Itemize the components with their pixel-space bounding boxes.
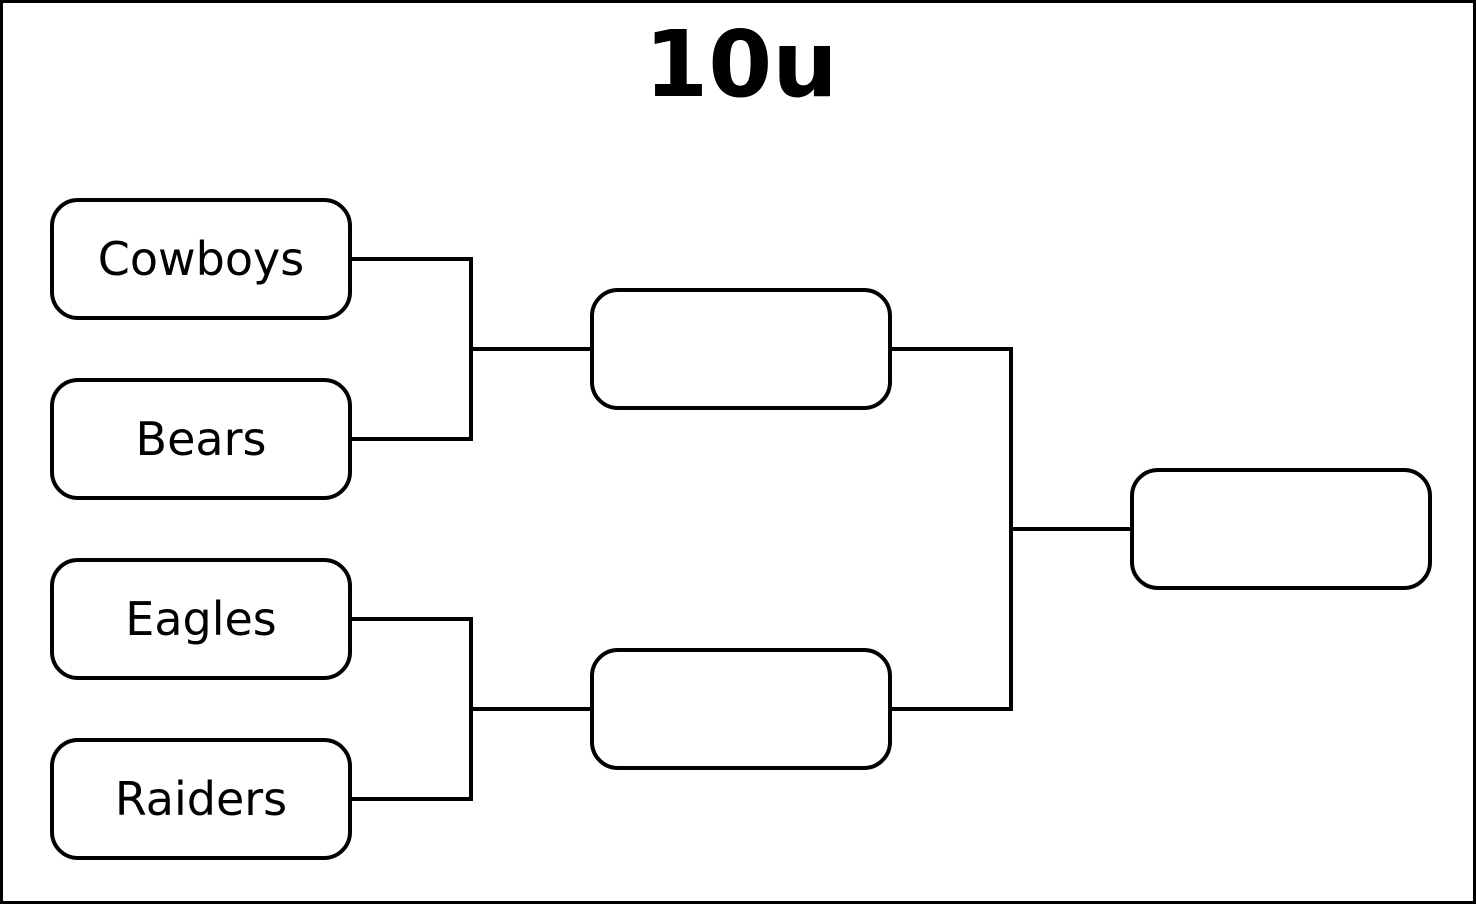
bracket-slot-round1-2[interactable]: Bears — [50, 378, 352, 500]
bracket-connectors — [352, 257, 1130, 801]
team-name: Cowboys — [97, 232, 305, 286]
bracket-slot-round2-2[interactable] — [590, 648, 892, 770]
bracket-title: 10u — [644, 11, 838, 118]
connector-r1-top-pair — [352, 257, 473, 441]
connector-r1-bottom-pair — [352, 617, 473, 801]
team-name: Bears — [135, 412, 267, 466]
bracket-slot-round2-1[interactable] — [590, 288, 892, 410]
connector-r2-pair — [892, 347, 1013, 711]
team-name: Eagles — [125, 592, 277, 646]
bracket-slot-round1-4[interactable]: Raiders — [50, 738, 352, 860]
bracket-slot-round1-3[interactable]: Eagles — [50, 558, 352, 680]
bracket-slot-round1-1[interactable]: Cowboys — [50, 198, 352, 320]
bracket-slot-final[interactable] — [1130, 468, 1432, 590]
team-name: Raiders — [114, 772, 288, 826]
